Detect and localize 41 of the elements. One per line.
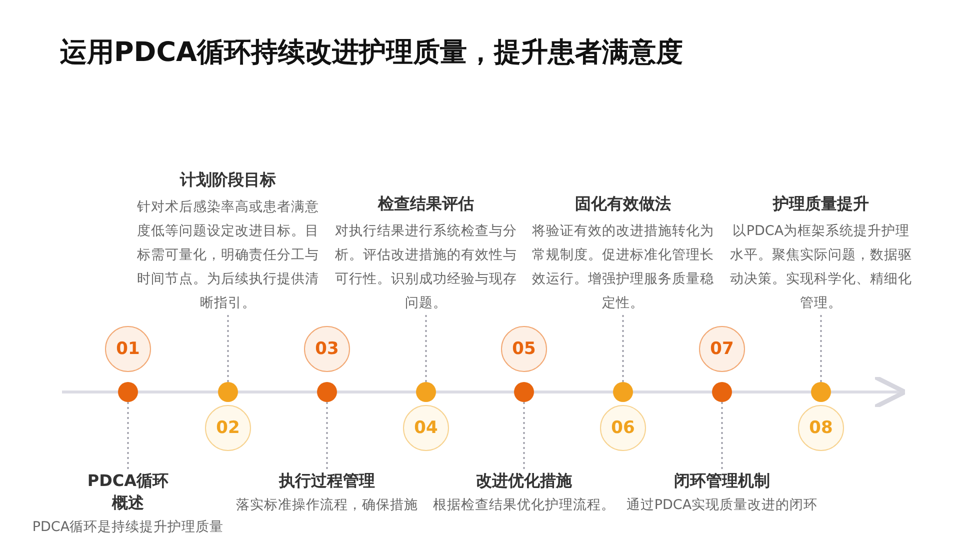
leader-line bbox=[425, 315, 427, 382]
step-heading: PDCA循环概述 bbox=[86, 470, 170, 514]
timeline-dot bbox=[712, 382, 732, 402]
step-number-circle: 03 bbox=[304, 326, 350, 372]
step-number-circle: 01 bbox=[105, 326, 151, 372]
step-description: 针对术后感染率高或患者满意度低等问题设定改进目标。目标需可量化，明确责任分工与时间节点。为后续执行提供清晰指引。 bbox=[136, 198, 320, 313]
timeline-dot bbox=[613, 382, 633, 402]
leader-line bbox=[820, 315, 822, 382]
step-heading: 计划阶段目标 bbox=[180, 169, 276, 191]
step-number-circle: 07 bbox=[699, 326, 745, 372]
timeline-dot bbox=[416, 382, 436, 402]
step-heading: 护理质量提升 bbox=[773, 193, 869, 215]
step-heading: 改进优化措施 bbox=[476, 470, 572, 492]
step-number-circle: 08 bbox=[798, 405, 844, 451]
leader-line bbox=[523, 402, 525, 470]
title: 运用PDCA循环持续改进护理质量，提升患者满意度 bbox=[60, 36, 683, 70]
timeline-dot bbox=[118, 382, 138, 402]
step-heading: 固化有效做法 bbox=[575, 193, 671, 215]
step-heading: 闭环管理机制 bbox=[674, 470, 770, 492]
leader-line bbox=[721, 402, 723, 470]
step-description: 通过PDCA实现质量改进的闭环 bbox=[625, 496, 819, 515]
leader-line bbox=[227, 315, 229, 382]
step-number-circle: 05 bbox=[501, 326, 547, 372]
leader-line bbox=[326, 402, 328, 470]
timeline-dot bbox=[317, 382, 337, 402]
step-description: 落实标准操作流程，确保措施 bbox=[235, 496, 419, 515]
step-heading: 检查结果评估 bbox=[378, 193, 474, 215]
leader-line bbox=[622, 315, 624, 382]
step-description: 根据检查结果优化护理流程。 bbox=[432, 496, 616, 515]
timeline-dot bbox=[811, 382, 831, 402]
step-number-circle: 04 bbox=[403, 405, 449, 451]
step-description: 对执行结果进行系统检查与分析。评估改进措施的有效性与可行性。识别成功经验与现存问题。 bbox=[334, 222, 518, 313]
step-description: 将验证有效的改进措施转化为常规制度。促进标准化管理长效运行。增强护理服务质量稳定性。 bbox=[531, 222, 715, 313]
timeline-dot bbox=[514, 382, 534, 402]
timeline-dot bbox=[218, 382, 238, 402]
step-number-circle: 02 bbox=[205, 405, 251, 451]
step-heading: 执行过程管理 bbox=[279, 470, 375, 492]
step-number-circle: 06 bbox=[600, 405, 646, 451]
leader-line bbox=[127, 402, 129, 470]
step-description: 以PDCA为框架系统提升护理水平。聚焦实际问题，数据驱动决策。实现科学化、精细化管理。 bbox=[729, 222, 913, 313]
step-description: PDCA循环是持续提升护理质量 bbox=[31, 518, 225, 537]
